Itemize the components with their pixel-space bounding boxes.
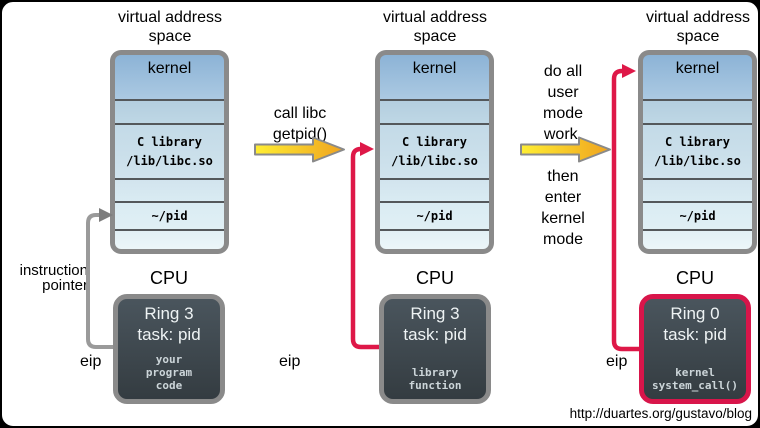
memory-band <box>643 99 752 123</box>
vas-box-2: kernel C library /lib/libc.so ~/pid <box>375 50 494 254</box>
eip-label-2: eip <box>279 353 301 370</box>
kernel-band: kernel <box>115 55 224 99</box>
eip-label-3: eip <box>606 353 628 370</box>
cpu-box-ring3-1: Ring 3 task: pid your program code <box>113 294 225 404</box>
cpu-label-3: CPU <box>675 268 714 288</box>
eip-arrow-red-kernel-head <box>622 64 636 78</box>
memory-band <box>380 229 489 249</box>
pid-band: ~/pid <box>380 201 489 229</box>
instruction-pointer-label: instruction pointer <box>19 262 88 294</box>
c-library-band: C library /lib/libc.so <box>115 123 224 178</box>
memory-band <box>643 229 752 249</box>
transition-1-label: call libc getpid() <box>272 105 328 143</box>
memory-band <box>115 99 224 123</box>
kernel-band: kernel <box>380 55 489 99</box>
executing-code-label: kernel system_call() <box>651 366 739 392</box>
memory-band <box>115 178 224 201</box>
eip-label-1: eip <box>80 353 102 370</box>
c-library-band: C library /lib/libc.so <box>380 123 489 178</box>
cpu-label-1: CPU <box>149 268 188 288</box>
vas-bands-2: kernel C library /lib/libc.so ~/pid <box>380 55 489 249</box>
c-library-band: C library /lib/libc.so <box>643 123 752 178</box>
vas-box-3: kernel C library /lib/libc.so ~/pid <box>638 50 757 254</box>
vas-bands-3: kernel C library /lib/libc.so ~/pid <box>643 55 752 249</box>
ring-level: Ring 0 <box>670 304 720 323</box>
cpu-label-2: CPU <box>415 268 454 288</box>
transition-2-label-below: then enter kernel mode <box>541 168 585 248</box>
memory-band <box>380 99 489 123</box>
memory-band <box>380 178 489 201</box>
memory-band <box>643 178 752 201</box>
ring-level: Ring 3 <box>144 304 194 323</box>
task-label: task: pid <box>403 325 467 344</box>
source-url: http://duartes.org/gustavo/blog <box>569 406 752 421</box>
cpu-box-ring3-2: Ring 3 task: pid library function <box>379 294 491 404</box>
vas-box-1: kernel C library /lib/libc.so ~/pid <box>110 50 229 254</box>
memory-band <box>115 229 224 249</box>
pid-band: ~/pid <box>643 201 752 229</box>
task-label: task: pid <box>137 325 201 344</box>
pid-band: ~/pid <box>115 201 224 229</box>
vas-bands-1: kernel C library /lib/libc.so ~/pid <box>115 55 224 249</box>
cpu-box-ring0: Ring 0 task: pid kernel system_call() <box>639 294 751 404</box>
task-label: task: pid <box>663 325 727 344</box>
vas-title-2: virtual address space <box>382 9 488 45</box>
ring-level: Ring 3 <box>410 304 460 323</box>
vas-title-3: virtual address space <box>645 9 751 45</box>
kernel-band: kernel <box>643 55 752 99</box>
vas-title-1: virtual address space <box>117 9 223 45</box>
transition-2-label-above: do all user mode work, <box>542 63 584 143</box>
executing-code-label: your program code <box>145 353 193 392</box>
eip-arrow-red-kernel <box>611 68 639 352</box>
eip-arrow-red-clib-head <box>360 142 374 156</box>
executing-code-label: library function <box>408 366 462 392</box>
